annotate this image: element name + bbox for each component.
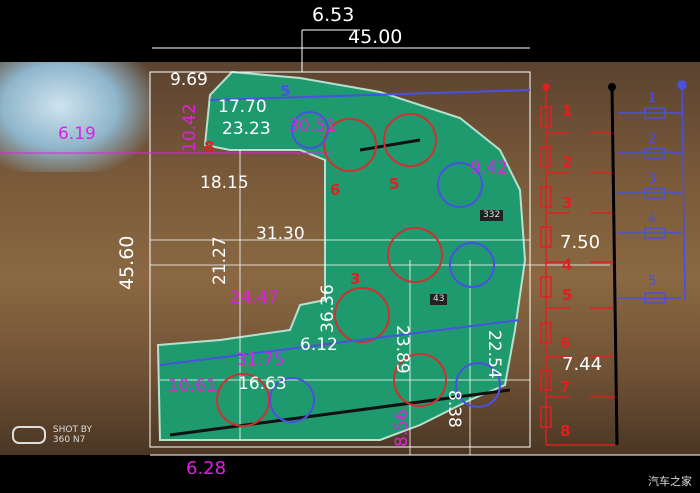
- dim-7-44: 7.44: [562, 354, 603, 375]
- pcb-mark-red-3: 3: [350, 270, 361, 288]
- camera-watermark: SHOT BY 360 N7: [12, 425, 92, 445]
- dim-36-36: 36.36: [318, 284, 338, 333]
- dim-10-61: 10.61: [168, 376, 217, 396]
- led-label-4: 4: [648, 212, 657, 227]
- pcb-mark-blue-5: 5: [280, 82, 291, 100]
- dim-31-75: 31.75: [236, 350, 285, 370]
- led-label-3: 3: [648, 172, 657, 187]
- pcb-mark-red-5: 5: [389, 175, 400, 193]
- switch-label-6: 6: [560, 334, 571, 352]
- camera-icon: [12, 426, 46, 444]
- dim-23-23: 23.23: [222, 119, 271, 139]
- dim-8-56: 8.56: [392, 409, 412, 447]
- dim-8-38: 8.38: [444, 390, 464, 428]
- switch-label-7: 7: [560, 378, 571, 396]
- dim-31-30: 31.30: [256, 224, 305, 244]
- light-glare: [0, 62, 150, 172]
- dim-21-27: 21.27: [210, 236, 230, 285]
- dim-16-63: 16.63: [238, 374, 287, 394]
- dim-6-12: 6.12: [300, 335, 338, 355]
- switch-label-1: 1: [562, 102, 573, 120]
- dim-17-70: 17.70: [218, 97, 267, 117]
- site-watermark: 汽车之家: [648, 475, 692, 488]
- dim-top-6-53: 6.53: [312, 4, 355, 26]
- led-circles: [269, 111, 501, 423]
- resistor-332: 332: [480, 210, 504, 221]
- dim-10-42: 10.42: [180, 103, 200, 152]
- led-schematic: [618, 80, 687, 304]
- led-label-5: 5: [648, 274, 657, 289]
- dim-6-19: 6.19: [58, 124, 96, 144]
- button-circles: [216, 113, 447, 427]
- dim-24-47: 24.47: [230, 288, 279, 308]
- dim-7-50: 7.50: [560, 232, 601, 253]
- dim-18-15: 18.15: [200, 173, 249, 193]
- watermark-device: 360 N7: [52, 435, 86, 445]
- switch-label-4: 4: [562, 256, 573, 274]
- dim-6-28: 6.28: [186, 458, 227, 479]
- dim-45-60: 45.60: [116, 235, 138, 290]
- dim-9-69: 9.69: [170, 70, 208, 90]
- pcb-mark-red-8: 8: [204, 138, 215, 156]
- dim-30-51: 30.51: [288, 116, 337, 136]
- switch-label-3: 3: [562, 194, 573, 212]
- pcb-mark-red-6: 6: [330, 181, 341, 199]
- dim-top-45-00: 45.00: [348, 26, 403, 48]
- resistor-43: 43: [430, 294, 448, 305]
- led-label-2: 2: [648, 132, 657, 147]
- led-label-1: 1: [648, 91, 657, 106]
- dim-22-54: 22.54: [484, 330, 504, 379]
- switch-label-5: 5: [562, 286, 573, 304]
- dimension-frame: [149, 71, 531, 448]
- switch-label-8: 8: [560, 422, 571, 440]
- switch-label-2: 2: [562, 153, 573, 171]
- dim-9-42: 9.42: [470, 158, 508, 178]
- switch-schematic: [540, 83, 615, 446]
- dim-23-89: 23.89: [392, 325, 412, 374]
- pcb-board: [156, 70, 527, 441]
- watermark-shot-by: SHOT BY: [52, 425, 92, 435]
